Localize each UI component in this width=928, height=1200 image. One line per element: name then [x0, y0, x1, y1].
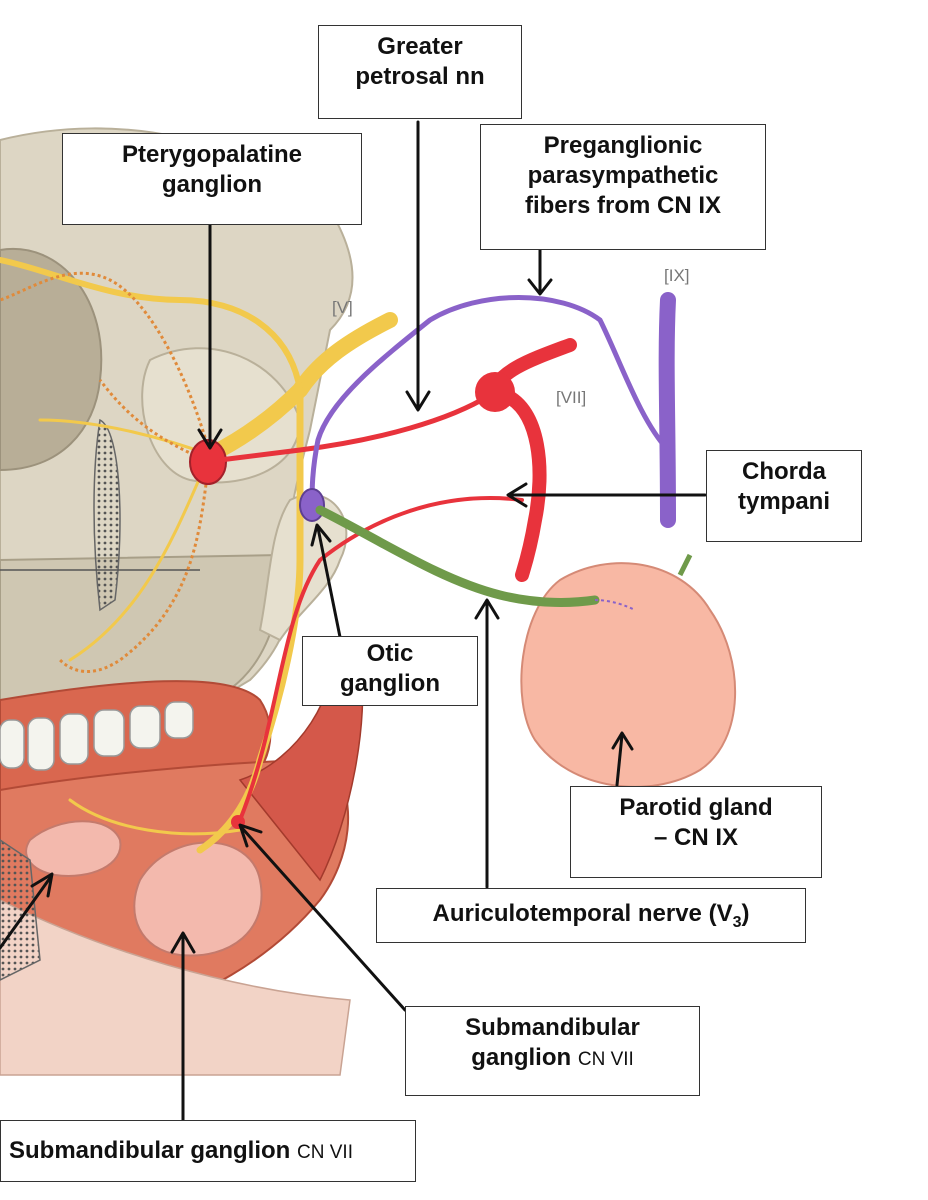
label-pterygopalatine-ganglion: Pterygopalatine ganglion — [62, 133, 362, 225]
label-greater-petrosal: Greater petrosal nn — [318, 25, 522, 119]
label-otic-ganglion: Otic ganglion — [302, 636, 478, 706]
label-preganglionic-fibers: Preganglionic parasympathetic fibers fro… — [480, 124, 766, 250]
pterygopalatine-ganglion-mark — [189, 439, 227, 485]
label-submandibular-ganglion-bottom: Submandibular ganglion CN VII — [0, 1120, 416, 1182]
auriculotemporal-nerve — [315, 505, 600, 607]
submandibular-gland — [133, 841, 263, 957]
mandible — [0, 839, 41, 981]
glossopharyngeal-tag: [IX] — [664, 266, 690, 285]
parotid-gland — [520, 562, 736, 788]
teeth — [0, 701, 194, 771]
nasal-septum — [93, 418, 121, 612]
parotid-fibers — [594, 599, 636, 611]
geniculate-ganglion-mark — [475, 372, 515, 412]
facial-tag: [VII] — [556, 388, 587, 407]
parotid-duct — [677, 553, 693, 577]
pointer-arrows — [0, 120, 707, 1122]
otic-ganglion-mark — [299, 488, 325, 522]
glossopharyngeal-nerve — [309, 292, 676, 528]
label-auriculotemporal-nerve: Auriculotemporal nerve (V3) — [376, 888, 806, 943]
neck-muscle — [0, 899, 351, 1076]
trigeminal-tag: [V] — [332, 298, 353, 317]
orbit — [0, 247, 103, 472]
label-submandibular-ganglion-right: Submandibular ganglion CN VII — [405, 1006, 700, 1096]
label-parotid-gland: Parotid gland – CN IX — [570, 786, 822, 878]
label-chorda-tympani: Chorda tympani — [706, 450, 862, 542]
postganglionic-fibers — [0, 271, 212, 674]
sublingual-gland — [25, 820, 122, 877]
